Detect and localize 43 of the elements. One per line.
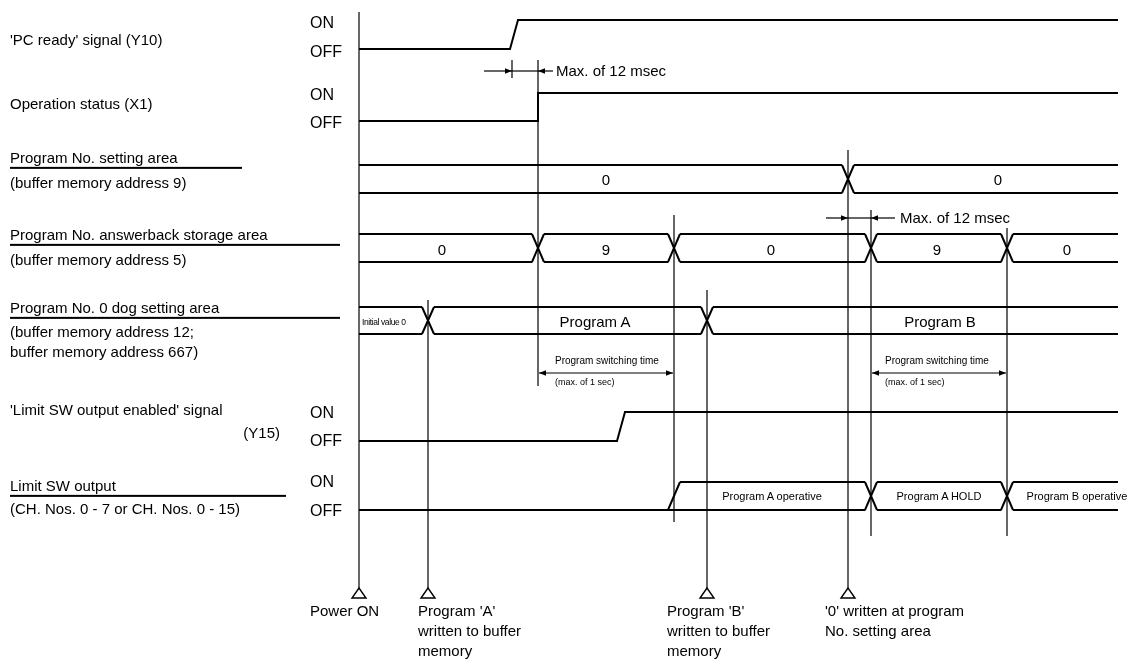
bus-value: Program A — [559, 313, 631, 331]
signal-name: 'PC ready' signal (Y10) — [10, 31, 163, 49]
signal-name: Limit SW output — [10, 476, 286, 498]
state-label: OFF — [310, 501, 342, 521]
timing-note: Program switching time — [885, 355, 989, 367]
signal-name: Program No. 0 dog setting area — [10, 298, 340, 320]
bus-value: 0 — [601, 171, 611, 189]
state-label: OFF — [310, 42, 342, 62]
signal-name: (Y15) — [243, 424, 280, 442]
signal-name: 'Limit SW output enabled' signal — [10, 401, 223, 419]
bus-value: Program B — [904, 313, 976, 331]
signal-name: (buffer memory address 5) — [10, 251, 187, 269]
bus-value: 9 — [601, 241, 611, 259]
state-label: OFF — [310, 431, 342, 451]
signal-name: (CH. Nos. 0 - 7 or CH. Nos. 0 - 15) — [10, 500, 241, 518]
bus-value: 9 — [932, 241, 942, 259]
event-label: Program 'A' written to buffer memory — [418, 601, 523, 661]
signal-name: Program No. setting area — [10, 148, 242, 170]
state-label: ON — [310, 85, 334, 105]
timing-note: (max. of 1 sec) — [555, 376, 615, 388]
signal-name: (buffer memory address 9) — [10, 174, 187, 192]
signal-name: (buffer memory address 12; buffer memory address 667) — [10, 322, 200, 362]
bus-value: Initial value 0 — [362, 318, 406, 328]
bus-value: Program B operative — [1026, 489, 1128, 503]
state-label: ON — [310, 403, 334, 423]
timing-note: (max. of 1 sec) — [885, 376, 945, 388]
bus-value: 0 — [766, 241, 776, 259]
state-label: ON — [310, 13, 334, 33]
signal-name: Program No. answerback storage area — [10, 225, 340, 247]
bus-value: Program A HOLD — [896, 489, 982, 503]
event-label: Program 'B' written to buffer memory — [667, 601, 772, 661]
timing-note: Max. of 12 msec — [556, 62, 667, 80]
bus-value: Program A operative — [722, 489, 822, 503]
event-label: '0' written at program No. setting area — [825, 601, 966, 641]
timing-note: Program switching time — [555, 355, 659, 367]
signal-name: Operation status (X1) — [10, 95, 153, 113]
bus-value: 0 — [1062, 241, 1072, 259]
event-label: Power ON — [310, 602, 380, 620]
bus-value: 0 — [437, 241, 447, 259]
timing-note: Max. of 12 msec — [900, 209, 1011, 227]
bus-value: 0 — [993, 171, 1003, 189]
state-label: OFF — [310, 113, 342, 133]
state-label: ON — [310, 472, 334, 492]
